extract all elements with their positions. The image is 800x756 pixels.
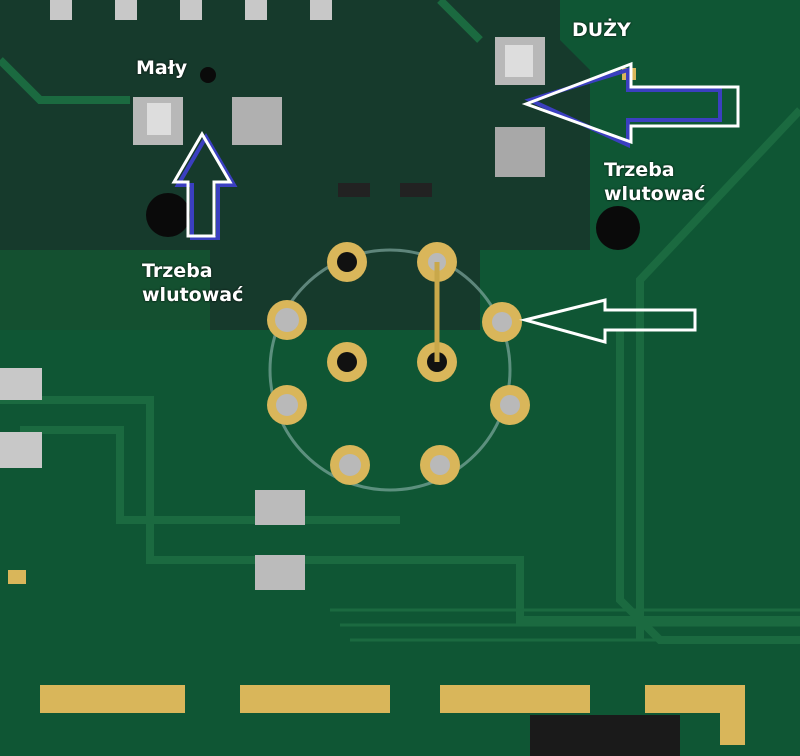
traces: [0, 0, 800, 644]
label-large: DUŻY: [572, 19, 631, 41]
arrow-left-icon: [521, 61, 740, 149]
label-solder-left: Trzeba wlutować: [142, 259, 243, 307]
connector-pins: [267, 183, 530, 492]
top-pads: [50, 0, 332, 20]
label-solder-right: Trzeba wlutować: [604, 158, 705, 206]
arrow-left-pin-icon: [519, 298, 697, 344]
arrow-up-icon: [171, 131, 238, 240]
label-small: Mały: [136, 57, 188, 79]
mounting-holes: [146, 67, 640, 250]
smd-pads: [0, 37, 636, 590]
label-line: wlutować: [604, 183, 706, 205]
chip: [530, 715, 680, 756]
label-line: wlutować: [142, 284, 244, 306]
gold-pads: [40, 685, 745, 745]
label-line: Trzeba: [604, 159, 675, 181]
label-line: Trzeba: [142, 260, 213, 282]
